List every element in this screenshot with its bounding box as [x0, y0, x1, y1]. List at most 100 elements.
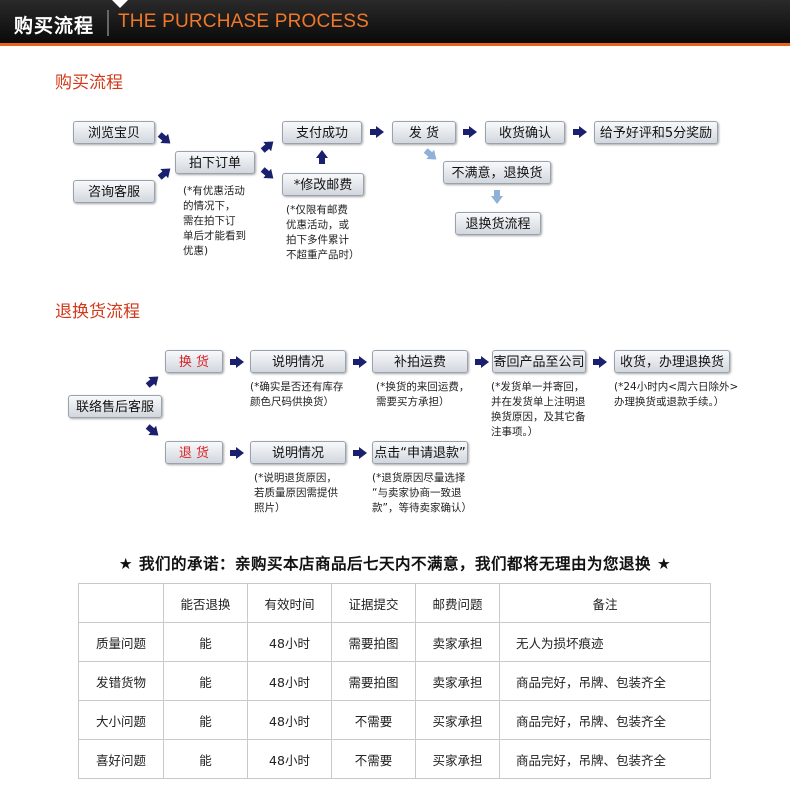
header-notch [112, 0, 128, 8]
apply-refund-note-line: “与卖家协商一致退 [372, 487, 462, 499]
arrow-icon [156, 164, 174, 182]
table-cell: 质量问题 [78, 622, 164, 662]
explain-exchange-button: 说明情况 [250, 350, 346, 373]
finish-exchange-button: 收货，办理退换货 [614, 350, 730, 373]
arrow-icon [491, 190, 503, 204]
order-note-line: (*有优惠活动 [183, 185, 245, 197]
modify-note-line: 不超重产品时） [286, 249, 360, 261]
send-back-button: 寄回产品至公司 [492, 350, 586, 373]
explain-refund-note-line: (*说明退货原因， [254, 472, 337, 484]
contact-service-button: 联络售后客服 [68, 395, 162, 418]
table-header-cell: 有效时间 [247, 583, 332, 623]
table-cell: 能 [163, 700, 248, 740]
arrow-icon [144, 422, 162, 440]
finish-exchange-note-line: (*24小时内<周六日除外> [614, 381, 739, 393]
arrow-icon [353, 356, 367, 368]
modify-shipping-button: *修改邮费 [282, 173, 364, 196]
order-note-line: 需在拍下订 [183, 215, 236, 227]
arrow-icon [156, 130, 174, 148]
consult-button: 咨询客服 [73, 180, 155, 203]
table-header-cell: 证据提交 [331, 583, 416, 623]
pay-shipping-note-line: 需要买方承担） [376, 396, 450, 408]
table-cell: 卖家承担 [415, 622, 500, 662]
table-cell: 48小时 [247, 700, 332, 740]
table-header-row: 能否退换 有效时间 证据提交 邮费问题 备注 [78, 583, 711, 623]
table-row: 喜好问题 能 48小时 不需要 买家承担 商品完好，吊牌、包装齐全 [78, 739, 711, 779]
pay-shipping-note-line: (*换货的来回运费， [376, 381, 470, 393]
modify-note-line: 拍下多件累计 [286, 234, 349, 246]
order-note-line: 单后才能看到 [183, 230, 246, 242]
return-flow-button: 退换货流程 [455, 212, 541, 235]
purchase-section-title: 购买流程 [55, 73, 123, 93]
arrow-icon [463, 126, 477, 138]
apply-refund-button: 点击“申请退款” [372, 441, 468, 464]
explain-exchange-note: (*确实是否还有库存 颜色尺码供换货） [250, 380, 343, 410]
table-cell: 发错货物 [78, 661, 164, 701]
table-cell: 需要拍图 [331, 622, 416, 662]
table-cell: 需要拍图 [331, 661, 416, 701]
pay-shipping-button: 补拍运费 [372, 350, 468, 373]
order-note: (*有优惠活动 的情况下， 需在拍下订 单后才能看到 优惠) [183, 184, 246, 259]
table-row: 发错货物 能 48小时 需要拍图 卖家承担 商品完好，吊牌、包装齐全 [78, 661, 711, 701]
unsatisfied-button: 不满意，退换货 [443, 161, 551, 184]
payment-success-button: 支付成功 [282, 121, 362, 144]
table-cell: 商品完好，吊牌、包装齐全 [499, 700, 711, 740]
table-cell: 不需要 [331, 700, 416, 740]
arrow-icon [144, 372, 162, 390]
place-order-button: 拍下订单 [175, 151, 255, 174]
arrow-icon [230, 447, 244, 459]
arrow-icon [475, 356, 489, 368]
order-note-line: 优惠) [183, 245, 209, 257]
header-title-cn: 购买流程 [14, 15, 95, 37]
finish-exchange-note: (*24小时内<周六日除外> 办理换货或退款手续。） [614, 380, 738, 410]
explain-refund-note-line: 若质量原因需提供 [254, 487, 338, 499]
arrow-icon [593, 356, 607, 368]
promise-statement: ★ 我们的承诺：亲购买本店商品后七天内不满意，我们都将无理由为您退换 ★ [118, 555, 672, 573]
apply-refund-note-line: (*退货原因尽量选择 [372, 472, 466, 484]
table-cell: 48小时 [247, 661, 332, 701]
order-note-line: 的情况下， [183, 200, 236, 212]
table-cell: 48小时 [247, 739, 332, 779]
send-back-note-line: 并在发货单上注明退 [491, 396, 586, 408]
arrow-icon [259, 137, 277, 155]
apply-refund-note: (*退货原因尽量选择 “与卖家协商一致退 款”，等待卖家确认） [372, 471, 472, 516]
header-divider [107, 10, 109, 36]
modify-note: (*仅限有邮费 优惠活动，或 拍下多件累计 不超重产品时） [286, 203, 360, 263]
pay-shipping-note: (*换货的来回运费， 需要买方承担） [376, 380, 469, 410]
table-header-cell: 能否退换 [163, 583, 248, 623]
send-back-note: (*发货单一并寄回， 并在发货单上注明退 换货原因，及其它备 注事项。） [491, 380, 586, 440]
table-cell: 能 [163, 661, 248, 701]
table-header-cell: 邮费问题 [415, 583, 500, 623]
table-cell: 48小时 [247, 622, 332, 662]
table-cell: 大小问题 [78, 700, 164, 740]
table-header-cell: 备注 [499, 583, 711, 623]
table-cell: 商品完好，吊牌、包装齐全 [499, 661, 711, 701]
arrow-icon [422, 146, 440, 164]
explain-refund-note: (*说明退货原因， 若质量原因需提供 照片） [254, 471, 338, 516]
send-back-note-line: 换货原因，及其它备 [491, 411, 586, 423]
explain-refund-button: 说明情况 [250, 441, 346, 464]
returns-section-title: 退换货流程 [55, 302, 140, 322]
apply-refund-note-line: 款”，等待卖家确认） [372, 502, 472, 514]
header-bar: 购买流程 THE PURCHASE PROCESS [0, 0, 790, 46]
table-cell: 喜好问题 [78, 739, 164, 779]
finish-exchange-note-line: 办理换货或退款手续。） [614, 396, 725, 408]
table-cell: 能 [163, 739, 248, 779]
explain-refund-note-line: 照片） [254, 502, 286, 514]
return-policy-table: 能否退换 有效时间 证据提交 邮费问题 备注 质量问题 能 48小时 需要拍图 … [78, 583, 711, 779]
table-cell: 买家承担 [415, 700, 500, 740]
table-cell: 商品完好，吊牌、包装齐全 [499, 739, 711, 779]
send-back-note-line: 注事项。） [491, 426, 539, 438]
arrow-icon [316, 150, 328, 164]
review-reward-button: 给予好评和5分奖励 [594, 121, 718, 144]
explain-exchange-note-line: (*确实是否还有库存 [250, 381, 344, 393]
refund-button: 退 货 [165, 441, 223, 464]
table-cell: 能 [163, 622, 248, 662]
arrow-icon [259, 165, 277, 183]
arrow-icon [573, 126, 587, 138]
header-title-en: THE PURCHASE PROCESS [118, 11, 370, 32]
confirm-receipt-button: 收货确认 [485, 121, 565, 144]
browse-button: 浏览宝贝 [73, 121, 155, 144]
arrow-icon [230, 356, 244, 368]
ship-button: 发 货 [392, 121, 456, 144]
